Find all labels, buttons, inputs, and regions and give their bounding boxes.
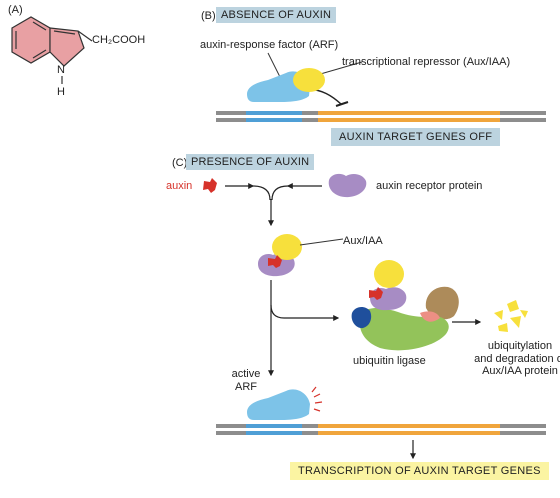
aux-iaa-in-complex	[272, 234, 302, 260]
degradation-label: ubiquitylation and degradation of Aux/IA…	[474, 340, 560, 378]
pyrrole-ring	[49, 27, 85, 67]
arf-label: auxin-response factor (ARF)	[200, 39, 339, 51]
ligase-brown-subunit	[425, 286, 459, 320]
degradation-line-2: and degradation of	[474, 352, 560, 365]
active-arf-line-1: active	[231, 368, 261, 380]
ligase-salmon-subunit	[420, 311, 440, 322]
panel-b-title: ABSENCE OF AUXIN	[216, 7, 337, 23]
transcription-result: TRANSCRIPTION OF AUXIN TARGET GENES	[290, 462, 549, 480]
receptor-on-ligase	[370, 287, 407, 311]
ubiquitin-ligase-complex	[351, 260, 459, 351]
genes-off-status: AUXIN TARGET GENES OFF	[331, 128, 501, 146]
aux-iaa-label: Aux/IAA	[343, 235, 383, 247]
receptor-label: auxin receptor protein	[376, 180, 483, 192]
panel-c-title: PRESENCE OF AUXIN	[186, 154, 315, 170]
active-arf-protein	[247, 389, 310, 420]
panel-b-label: (B)	[201, 10, 216, 22]
degradation-line-1: ubiquitylation	[487, 340, 553, 352]
benzene-ring	[11, 16, 51, 64]
activity-spark-icon	[311, 386, 323, 412]
degraded-aux-iaa-fragments	[494, 300, 528, 332]
degradation-line-3: Aux/IAA protein	[482, 365, 558, 378]
auxin-on-ligase	[369, 287, 383, 300]
repressor-label: transcriptional repressor (Aux/IAA)	[342, 56, 511, 68]
indole-nitrogen: N	[57, 64, 65, 76]
auxin-molecule-icon	[203, 178, 217, 193]
acetic-acid-substituent: CH₂COOH	[92, 34, 146, 46]
auxin-in-complex	[268, 255, 282, 268]
auxin-receptor-protein	[328, 173, 367, 198]
panel-a-label: (A)	[8, 4, 23, 16]
panel-b-dna	[216, 111, 546, 122]
indole-acetic-acid-structure	[11, 16, 93, 84]
merge-arrows	[252, 185, 289, 201]
aux-iaa-repressor	[293, 68, 325, 92]
indole-hydrogen: H	[57, 86, 65, 98]
active-arf-label: active ARF	[226, 368, 266, 393]
auxin-label: auxin	[166, 180, 193, 192]
ubiquitin-ligase-label: ubiquitin ligase	[353, 355, 426, 367]
panel-c-dna	[216, 424, 546, 435]
aux-iaa-on-ligase	[374, 260, 404, 288]
panel-c-label: (C)	[172, 157, 188, 169]
ligase-navy-subunit	[351, 307, 372, 329]
active-arf-line-2: ARF	[235, 380, 257, 393]
